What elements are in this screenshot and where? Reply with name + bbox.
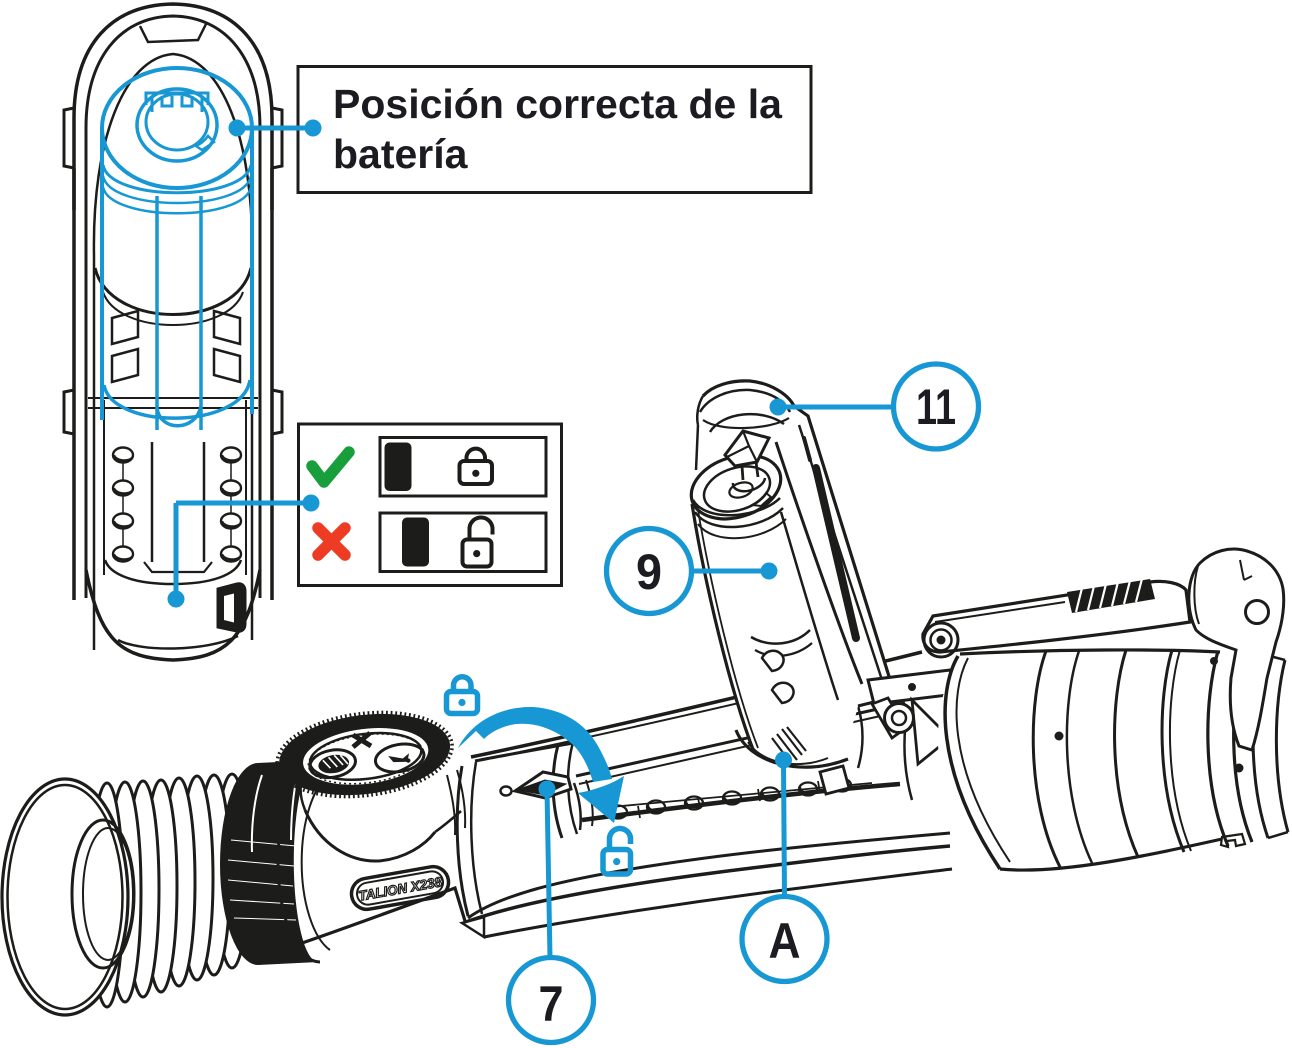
svg-text:7: 7 (539, 976, 564, 1032)
svg-text:batería: batería (333, 131, 469, 177)
svg-text:A: A (769, 913, 801, 969)
svg-text:11: 11 (916, 379, 956, 435)
svg-text:Posición correcta de la: Posición correcta de la (333, 81, 783, 127)
svg-text:9: 9 (636, 544, 662, 600)
